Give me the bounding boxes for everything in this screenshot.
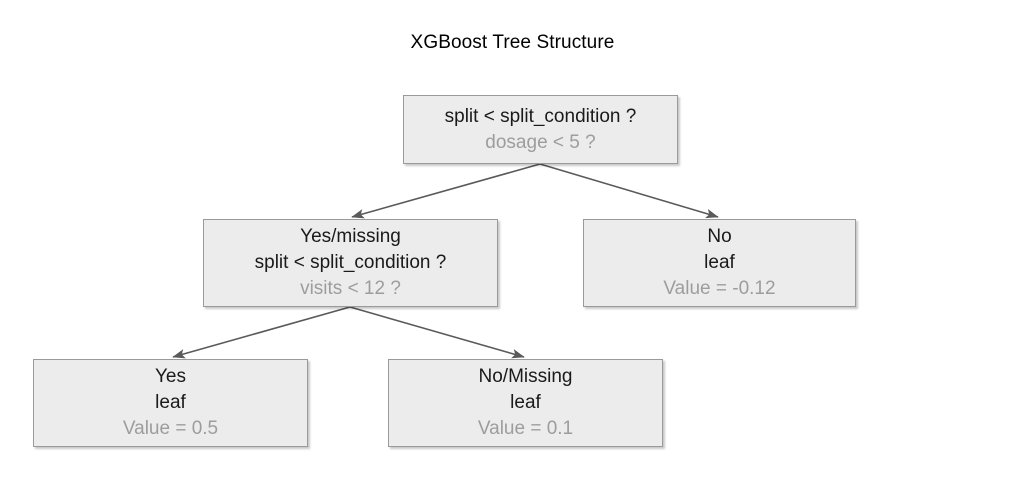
node-leaf-yes-branch-label: Yes [155,366,186,387]
tree-node-right-leaf[interactable]: No leaf Value = -0.12 [583,219,856,307]
node-right-type: leaf [704,252,735,273]
node-root-condition: split < split_condition ? [444,105,637,127]
tree-node-leaf-yes[interactable]: Yes leaf Value = 0.5 [33,359,308,447]
edge-root-to-right [539,163,719,219]
node-left-feature-rule: visits < 12 ? [300,278,401,299]
node-leaf-no-missing-type: leaf [510,392,541,413]
edge-left-to-leaf-a [172,306,351,359]
node-left-condition: split < split_condition ? [254,252,447,273]
node-right-value: Value = -0.12 [663,278,776,299]
page-title: XGBoost Tree Structure [410,32,615,53]
node-leaf-no-missing-branch-label: No/Missing [478,366,573,387]
node-leaf-yes-value: Value = 0.5 [122,418,219,439]
tree-node-left-branch[interactable]: Yes/missing split < split_condition ? vi… [203,219,498,307]
node-left-branch-label: Yes/missing [300,226,401,247]
edge-root-to-left [351,163,541,219]
tree-node-leaf-no-missing[interactable]: No/Missing leaf Value = 0.1 [388,359,663,447]
node-right-branch-label: No [707,226,732,247]
node-leaf-yes-type: leaf [155,392,186,413]
node-leaf-no-missing-value: Value = 0.1 [477,418,574,439]
edge-left-to-leaf-b [349,306,525,359]
tree-node-root[interactable]: split < split_condition ? dosage < 5 ? [403,95,678,164]
node-root-feature-rule: dosage < 5 ? [485,131,596,153]
